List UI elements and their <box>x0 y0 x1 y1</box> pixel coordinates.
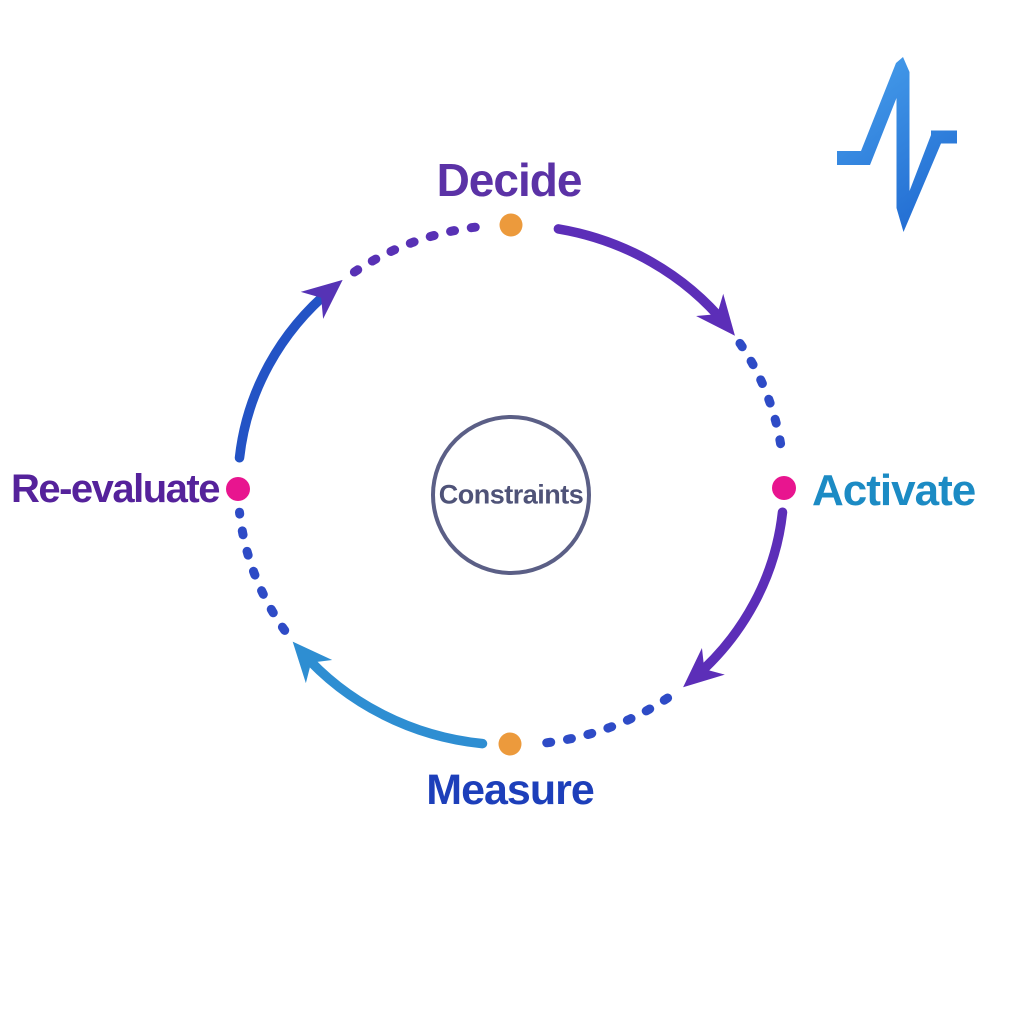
arc-decide-to-activate-solid <box>553 224 735 336</box>
node-label-measure: Measure <box>426 766 594 814</box>
pulse-zigzag-icon <box>837 57 957 232</box>
arc-to-activate-dotted <box>735 338 787 458</box>
arc-to-decide-dotted <box>349 222 483 277</box>
node-dot-activate <box>772 476 796 500</box>
node-label-decide: Decide <box>436 154 583 206</box>
arc-measure-to-reevaluate-solid <box>292 641 488 749</box>
constraints-ring <box>431 415 591 575</box>
node-label-activate: Activate <box>812 466 976 515</box>
node-label-reevaluate: Re-evaluate <box>10 467 221 511</box>
arc-to-measure-dotted <box>535 693 673 749</box>
node-dot-decide <box>499 213 523 237</box>
center-label-constraints: Constraints <box>438 479 584 510</box>
node-dot-reevaluate <box>226 477 250 501</box>
arc-activate-to-measure-solid <box>683 507 788 688</box>
arc-to-reevaluate-dotted <box>235 507 290 635</box>
arc-reevaluate-to-decide-solid <box>234 279 343 463</box>
node-dot-measure <box>498 732 522 756</box>
